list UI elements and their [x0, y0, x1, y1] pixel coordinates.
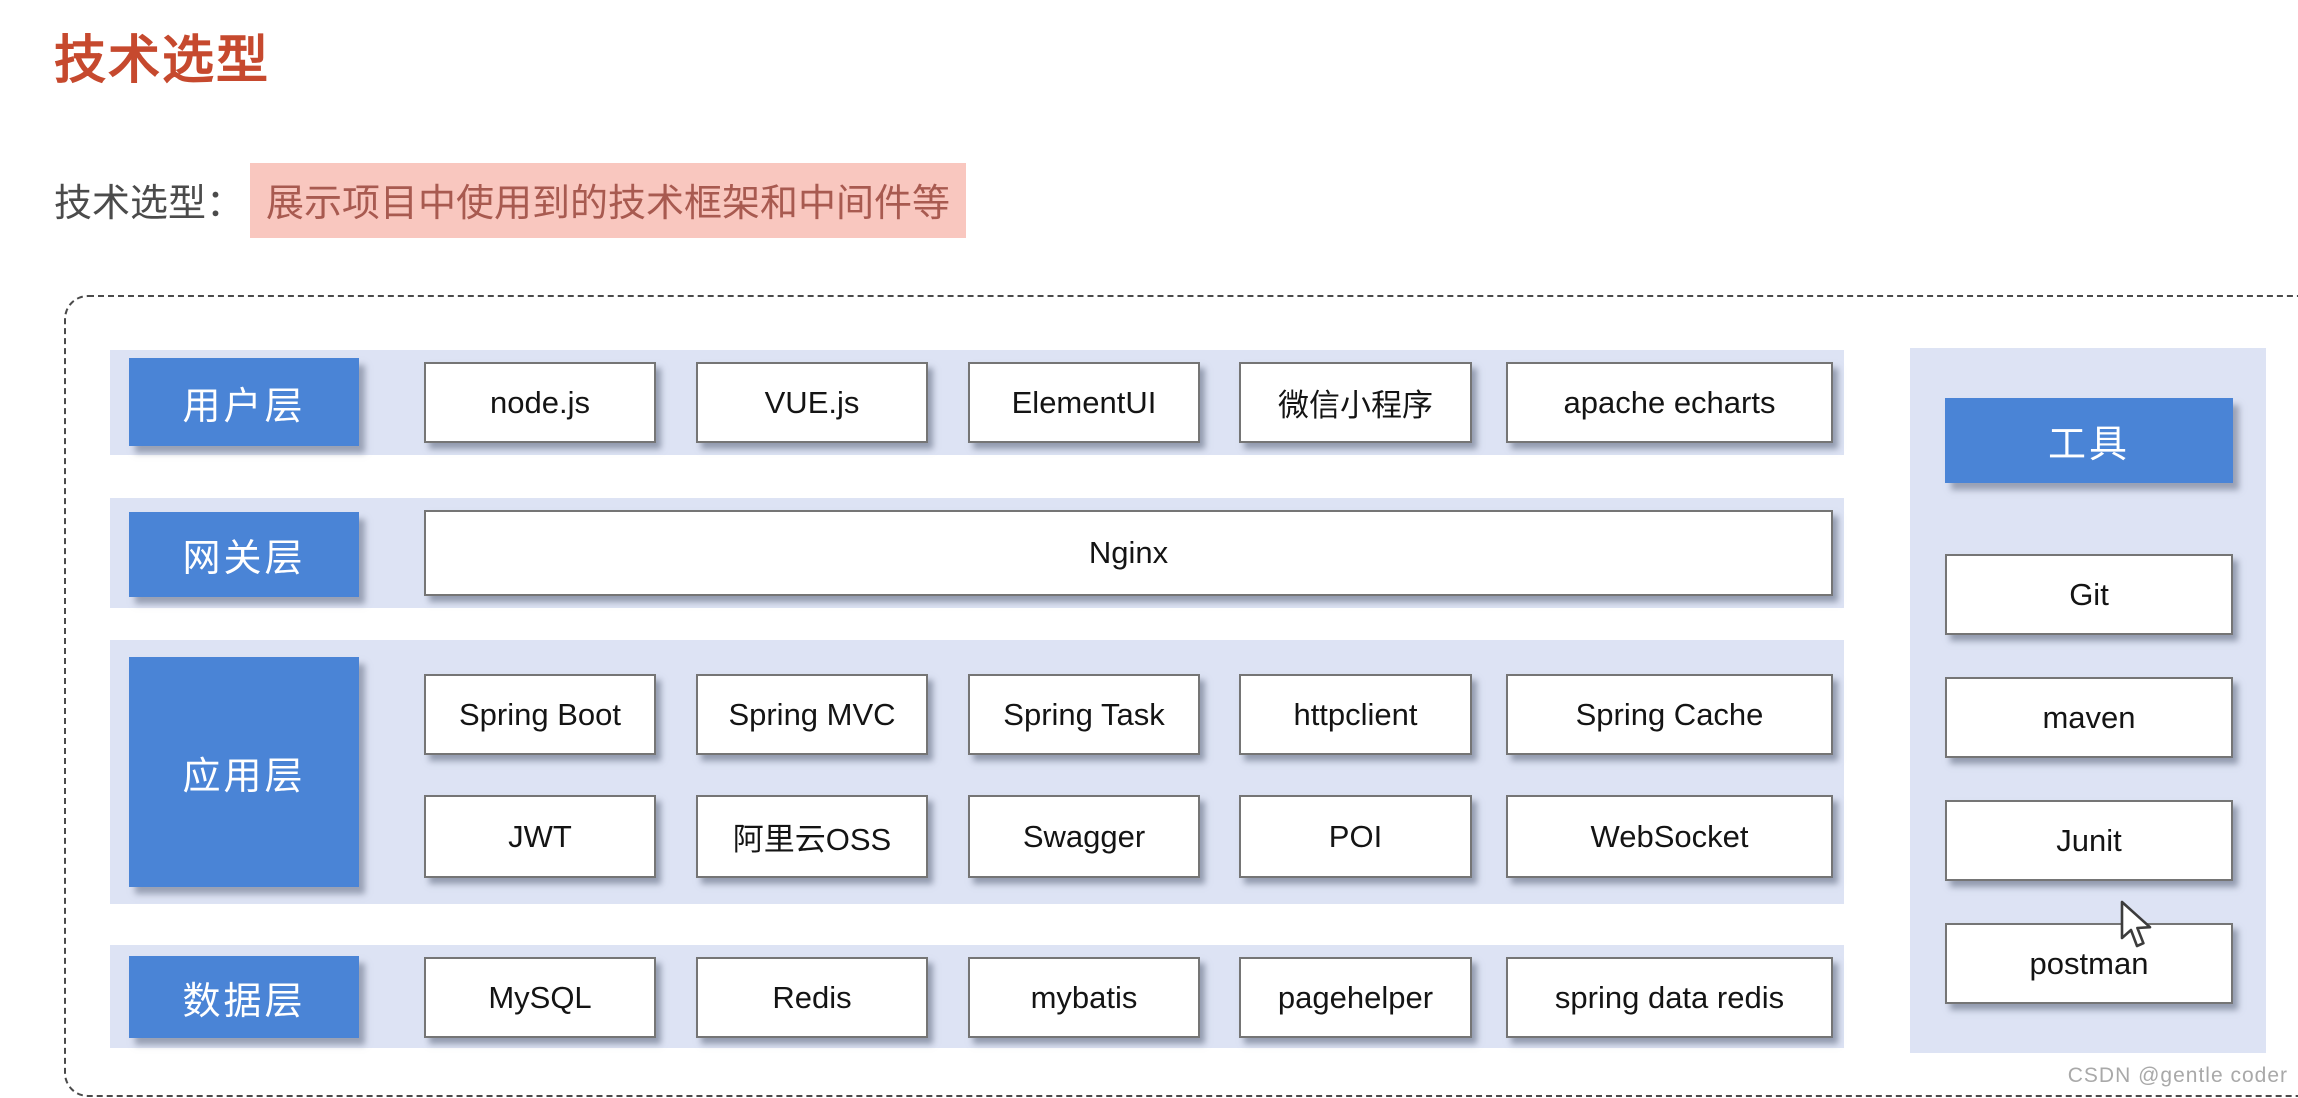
tech-box-spring-mvc: Spring MVC [696, 674, 928, 755]
tech-box-spring-task: Spring Task [968, 674, 1200, 755]
tech-box-elementui: ElementUI [968, 362, 1200, 443]
tech-box-poi: POI [1239, 795, 1472, 878]
tech-box-redis: Redis [696, 957, 928, 1038]
tech-box-mybatis: mybatis [968, 957, 1200, 1038]
tech-box-spring-data-redis: spring data redis [1506, 957, 1833, 1038]
tech-box-swagger: Swagger [968, 795, 1200, 878]
architecture-container [64, 295, 2298, 1097]
tech-box-httpclient: httpclient [1239, 674, 1472, 755]
layer-label-gateway: 网关层 [129, 512, 359, 597]
tech-box-pagehelper: pagehelper [1239, 957, 1472, 1038]
tech-box-spring-boot: Spring Boot [424, 674, 656, 755]
tools-label: 工具 [1945, 398, 2233, 483]
mouse-cursor-icon [2120, 900, 2152, 948]
tool-box-junit: Junit [1945, 800, 2233, 881]
tech-box-websocket: WebSocket [1506, 795, 1833, 878]
tech-box-mysql: MySQL [424, 957, 656, 1038]
tech-box-aliyun-oss: 阿里云OSS [696, 795, 928, 878]
layer-label-data: 数据层 [129, 956, 359, 1038]
tech-box-vuejs: VUE.js [696, 362, 928, 443]
watermark: CSDN @gentle coder [2067, 1064, 2288, 1087]
intro-line: 技术选型：展示项目中使用到的技术框架和中间件等 [54, 163, 967, 238]
tech-box-apache-echarts: apache echarts [1506, 362, 1833, 443]
tech-box-wechat-miniprogram: 微信小程序 [1239, 362, 1472, 443]
layer-label-app: 应用层 [129, 657, 359, 887]
intro-highlight: 展示项目中使用到的技术框架和中间件等 [250, 163, 967, 238]
page-title: 技术选型 [54, 32, 271, 90]
tech-box-spring-cache: Spring Cache [1506, 674, 1833, 755]
tool-box-postman: postman [1945, 923, 2233, 1004]
tool-box-git: Git [1945, 554, 2233, 635]
tech-box-nginx: Nginx [424, 510, 1833, 596]
tech-box-nodejs: node.js [424, 362, 656, 443]
tool-box-maven: maven [1945, 677, 2233, 758]
layer-label-user: 用户层 [129, 358, 359, 446]
tech-box-jwt: JWT [424, 795, 656, 878]
intro-label: 技术选型： [54, 183, 245, 225]
